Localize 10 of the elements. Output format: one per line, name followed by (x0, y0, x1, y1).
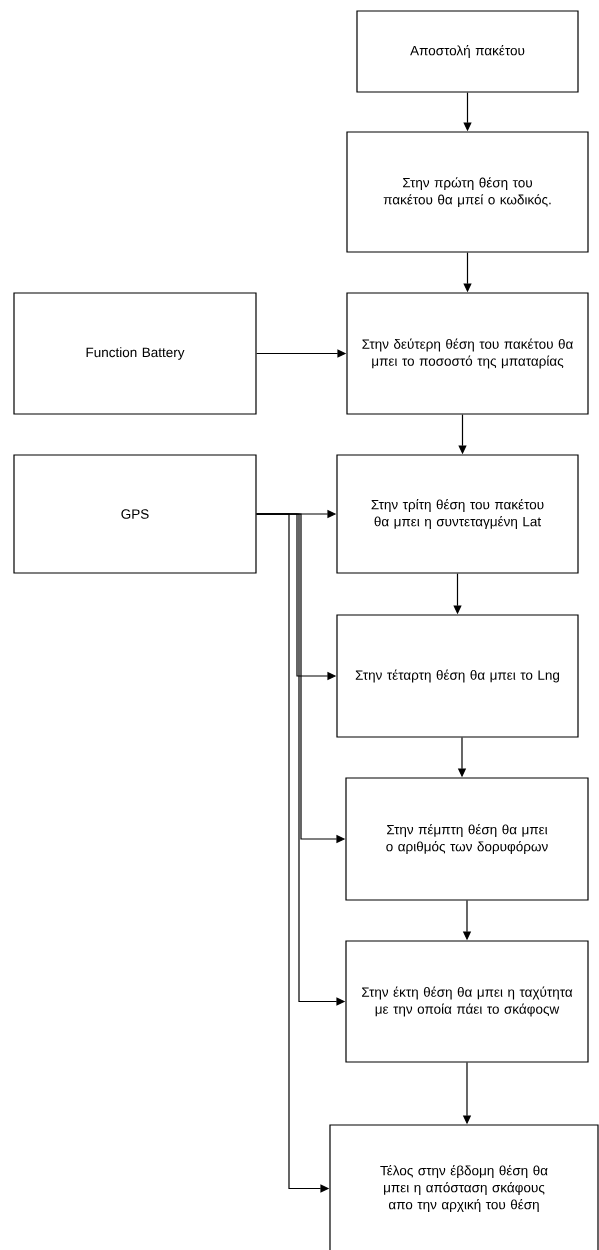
process-box: Τέλος στην έβδομη θέση θα μπει η απόσταση σκάφους απο την αρχική του θέση (329, 1124, 599, 1250)
process-box: Αποστολή πακέτου (356, 10, 579, 93)
process-box: Στην έκτη θέση θα μπει η ταχύτητα με την οποία πάει το σκάφοςw (345, 940, 589, 1063)
process-box: Στην δεύτερη θέση του πακέτου θα μπει το ποσοστό της μπαταρίας (346, 292, 589, 415)
process-box: Στην πέμπτη θέση θα μπει ο αριθμός των δορυφόρων (345, 777, 589, 901)
process-box: GPS (13, 454, 257, 574)
process-box: Στην τέταρτη θέση θα μπει το Lng (336, 614, 579, 738)
process-box: Function Battery (13, 292, 257, 415)
process-box: Στην πρώτη θέση του πακέτου θα μπεί ο κωδικός. (346, 131, 589, 253)
process-box: Στην τρίτη θέση του πακέτου θα μπει η συντεταγμένη Lat (336, 454, 579, 574)
